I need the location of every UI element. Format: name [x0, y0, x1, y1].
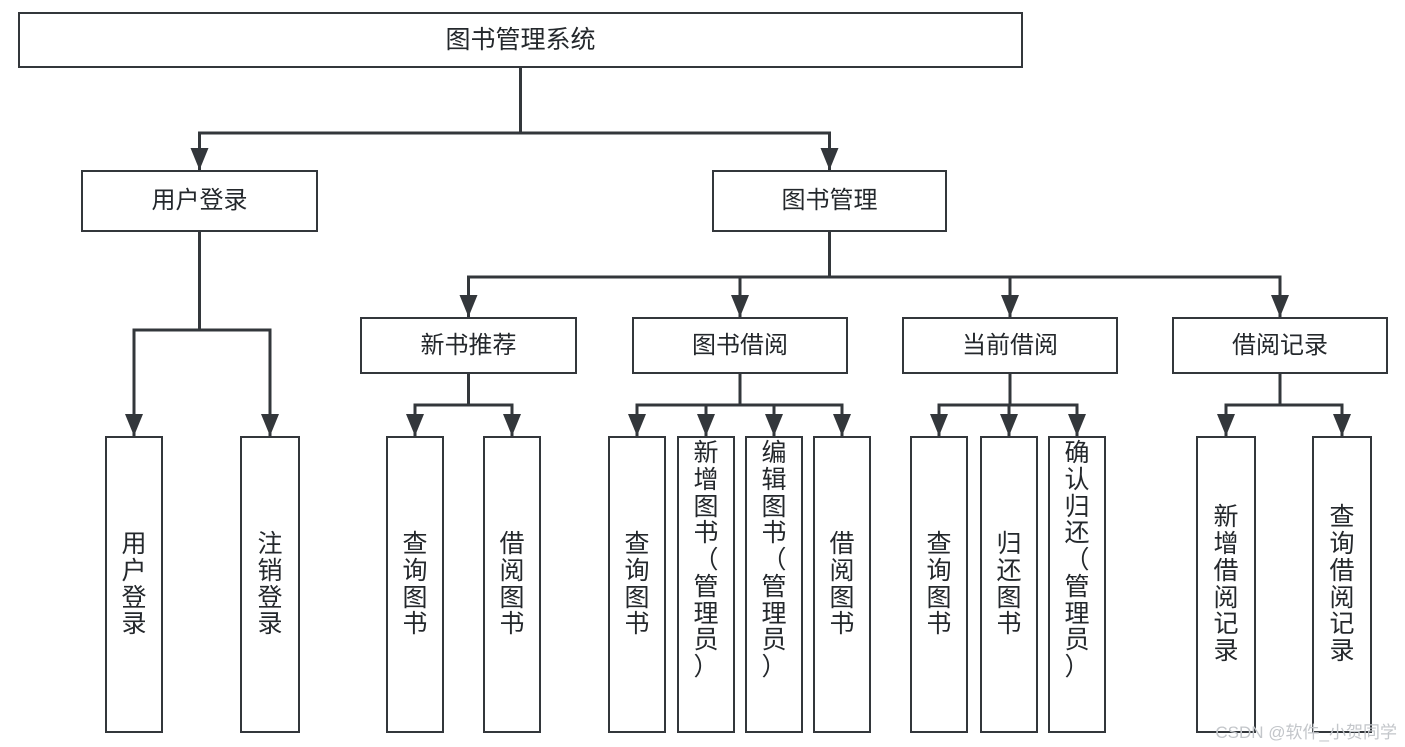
node-label-l-q3: 查询图书	[926, 530, 952, 639]
arrow-icon-l-userlogin	[125, 414, 143, 436]
node-login[interactable]: 用户登录	[81, 170, 318, 232]
node-label-l-b1: 借阅图书	[499, 530, 525, 639]
node-l-q3[interactable]: 查询图书	[910, 436, 968, 733]
node-label-l-logout: 注销登录	[257, 530, 283, 639]
node-newbook[interactable]: 新书推荐	[360, 317, 577, 374]
arrow-icon-l-q1	[406, 414, 424, 436]
arrow-icon-l-b1	[503, 414, 521, 436]
arrow-icon-l-q2	[628, 414, 646, 436]
arrow-icon-l-confirm	[1068, 414, 1086, 436]
node-l-add[interactable]: 新增图书（管理员）	[677, 436, 735, 733]
node-l-b1[interactable]: 借阅图书	[483, 436, 541, 733]
node-label-l-return: 归还图书	[996, 530, 1022, 639]
node-l-logout[interactable]: 注销登录	[240, 436, 300, 733]
node-root[interactable]: 图书管理系统	[18, 12, 1023, 68]
node-label-l-add: 新增图书（管理员）	[693, 439, 719, 681]
arrow-icon-current	[1001, 295, 1019, 317]
arrow-icon-l-q3	[930, 414, 948, 436]
node-label-l-userlogin: 用户登录	[121, 530, 147, 639]
arrow-icon-bookmgmt	[820, 148, 839, 170]
arrow-icon-l-qrec	[1333, 414, 1351, 436]
node-l-q2[interactable]: 查询图书	[608, 436, 666, 733]
arrow-icon-records	[1271, 295, 1289, 317]
node-label-l-confirm: 确认归还（管理员）	[1064, 439, 1090, 681]
node-l-qrec[interactable]: 查询借阅记录	[1312, 436, 1372, 733]
node-label-l-q2: 查询图书	[624, 530, 650, 639]
arrow-icon-l-b2	[833, 414, 851, 436]
node-label-l-edit: 编辑图书（管理员）	[761, 439, 787, 681]
arrow-icon-l-addrec	[1217, 414, 1235, 436]
node-current[interactable]: 当前借阅	[902, 317, 1118, 374]
node-l-q1[interactable]: 查询图书	[386, 436, 444, 733]
node-label-root: 图书管理系统	[445, 25, 596, 54]
node-l-edit[interactable]: 编辑图书（管理员）	[745, 436, 803, 733]
arrow-icon-l-logout	[261, 414, 279, 436]
arrow-icon-borrow	[731, 295, 749, 317]
node-label-l-q1: 查询图书	[402, 530, 428, 639]
node-bookmgmt[interactable]: 图书管理	[712, 170, 947, 232]
node-l-userlogin[interactable]: 用户登录	[105, 436, 163, 733]
node-label-newbook: 新书推荐	[420, 331, 517, 359]
node-label-bookmgmt: 图书管理	[781, 187, 878, 214]
node-label-current: 当前借阅	[962, 331, 1058, 359]
node-l-confirm[interactable]: 确认归还（管理员）	[1048, 436, 1106, 733]
arrow-icon-l-add	[697, 414, 715, 436]
arrow-icon-newbook	[459, 295, 478, 317]
node-records[interactable]: 借阅记录	[1172, 317, 1388, 374]
node-label-login: 用户登录	[151, 187, 248, 214]
watermark-text: CSDN @软件_小贺同学	[1215, 723, 1397, 742]
node-l-addrec[interactable]: 新增借阅记录	[1196, 436, 1256, 733]
node-borrow[interactable]: 图书借阅	[632, 317, 848, 374]
arrow-icon-login	[190, 148, 209, 170]
arrow-icon-l-return	[1000, 414, 1018, 436]
node-l-return[interactable]: 归还图书	[980, 436, 1038, 733]
node-label-l-b2: 借阅图书	[829, 530, 855, 639]
node-label-records: 借阅记录	[1232, 331, 1328, 359]
arrow-icon-l-edit	[765, 414, 783, 436]
node-l-b2[interactable]: 借阅图书	[813, 436, 871, 733]
node-label-l-addrec: 新增借阅记录	[1213, 503, 1239, 665]
node-label-borrow: 图书借阅	[692, 331, 788, 359]
node-label-l-qrec: 查询借阅记录	[1329, 503, 1355, 665]
